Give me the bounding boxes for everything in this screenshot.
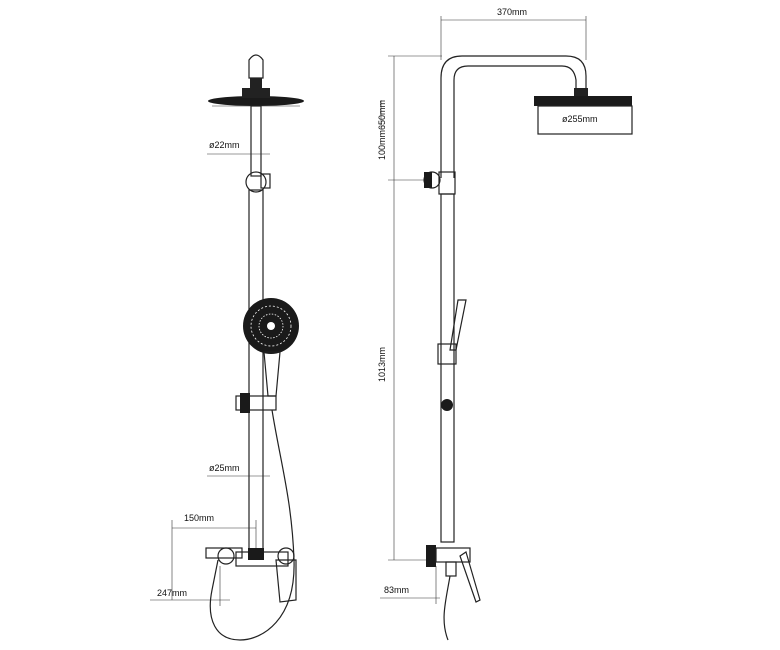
side-wall-flange — [426, 545, 436, 567]
side-mixer-body — [435, 547, 471, 563]
front-hand-shower-handle — [263, 351, 281, 397]
side-valve-depth-label: 83mm — [384, 585, 409, 595]
side-overhead-shower-head — [534, 96, 632, 106]
side-arm-reach-label: 370mm — [497, 7, 527, 17]
front-main-riser — [248, 189, 264, 551]
side-head-diameter-label: ø255mm — [562, 114, 598, 124]
front-mixer-lever — [275, 559, 297, 603]
side-shower-arm — [440, 55, 587, 178]
side-hose — [443, 575, 451, 641]
front-upper-riser — [250, 105, 262, 177]
front-top-connector — [250, 78, 262, 88]
front-left-eccentric — [217, 547, 235, 565]
side-head-height-label: 650mm — [377, 100, 387, 130]
side-slide-knob — [441, 399, 453, 411]
front-diameter-top-label: ø22mm — [209, 140, 240, 150]
front-spout — [205, 547, 243, 559]
front-diverter-lever — [260, 173, 271, 189]
front-spout-length-label: 150mm — [184, 513, 214, 523]
side-main-riser — [440, 193, 455, 543]
front-head-mount — [242, 88, 270, 98]
side-view: ø255mm 370mm 650mm 100mm 1013mm — [377, 7, 633, 641]
front-hose — [209, 409, 295, 641]
front-view: ø22mm ø25mm 150mm 247mm — [150, 54, 304, 641]
side-riser-length-label: 1013mm — [377, 347, 387, 382]
front-diameter-bottom-label: ø25mm — [209, 463, 240, 473]
side-mixer-lever — [459, 551, 481, 603]
side-hand-shower — [449, 299, 467, 351]
front-base-height-label: 247mm — [157, 588, 187, 598]
front-diverter-knob — [245, 171, 267, 193]
front-top-cap — [248, 54, 264, 79]
side-upper-segment-label: 100mm — [377, 130, 387, 160]
front-right-eccentric — [277, 547, 295, 565]
front-slide-bracket — [235, 395, 277, 411]
front-overhead-shower-head — [208, 96, 304, 106]
